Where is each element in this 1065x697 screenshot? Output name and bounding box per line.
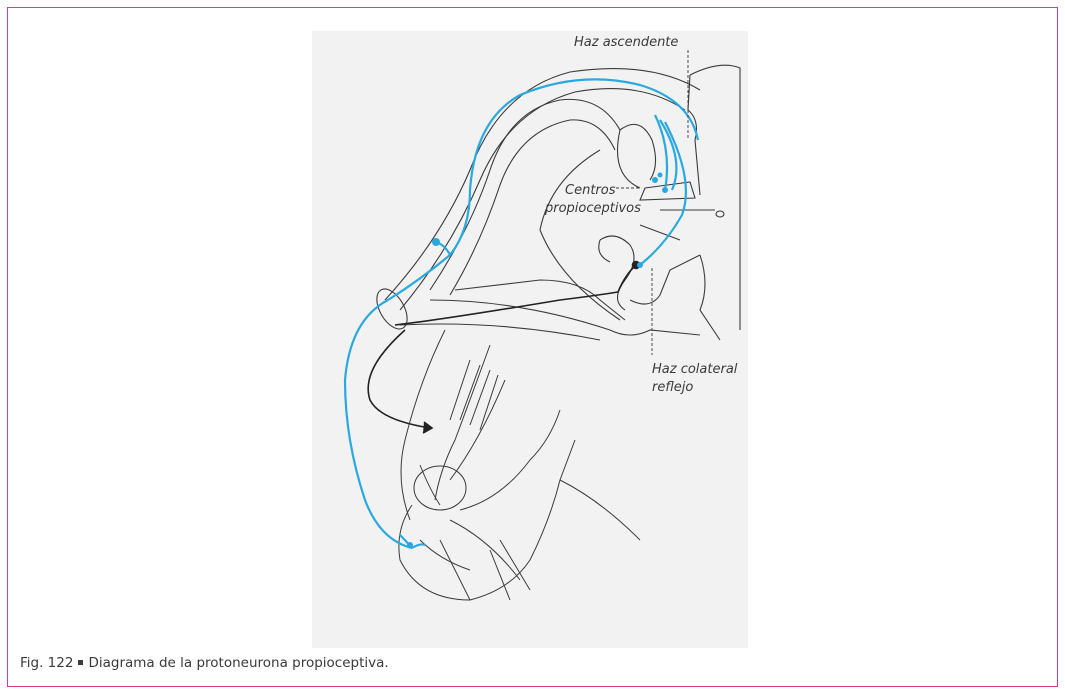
label-centros: Centros <box>565 183 615 199</box>
sensory-neuron <box>345 79 698 548</box>
label-propioceptivos: propioceptivos <box>545 201 641 217</box>
leg-outline <box>399 330 640 600</box>
label-haz-ascendente: Haz ascendente <box>574 35 678 51</box>
figure-caption: Fig. 122 Diagrama de la protoneurona prop… <box>20 655 389 671</box>
label-reflejo: reflejo <box>652 380 693 396</box>
sensory-neuron-dots <box>407 173 668 549</box>
figure-number: Fig. 122 <box>20 655 73 671</box>
nerve-root-outlines <box>371 69 700 340</box>
label-haz-colateral: Haz colateral <box>652 362 737 378</box>
caption-text: Diagrama de la protoneurona propioceptiv… <box>88 655 388 671</box>
caption-bullet-icon <box>78 660 83 665</box>
